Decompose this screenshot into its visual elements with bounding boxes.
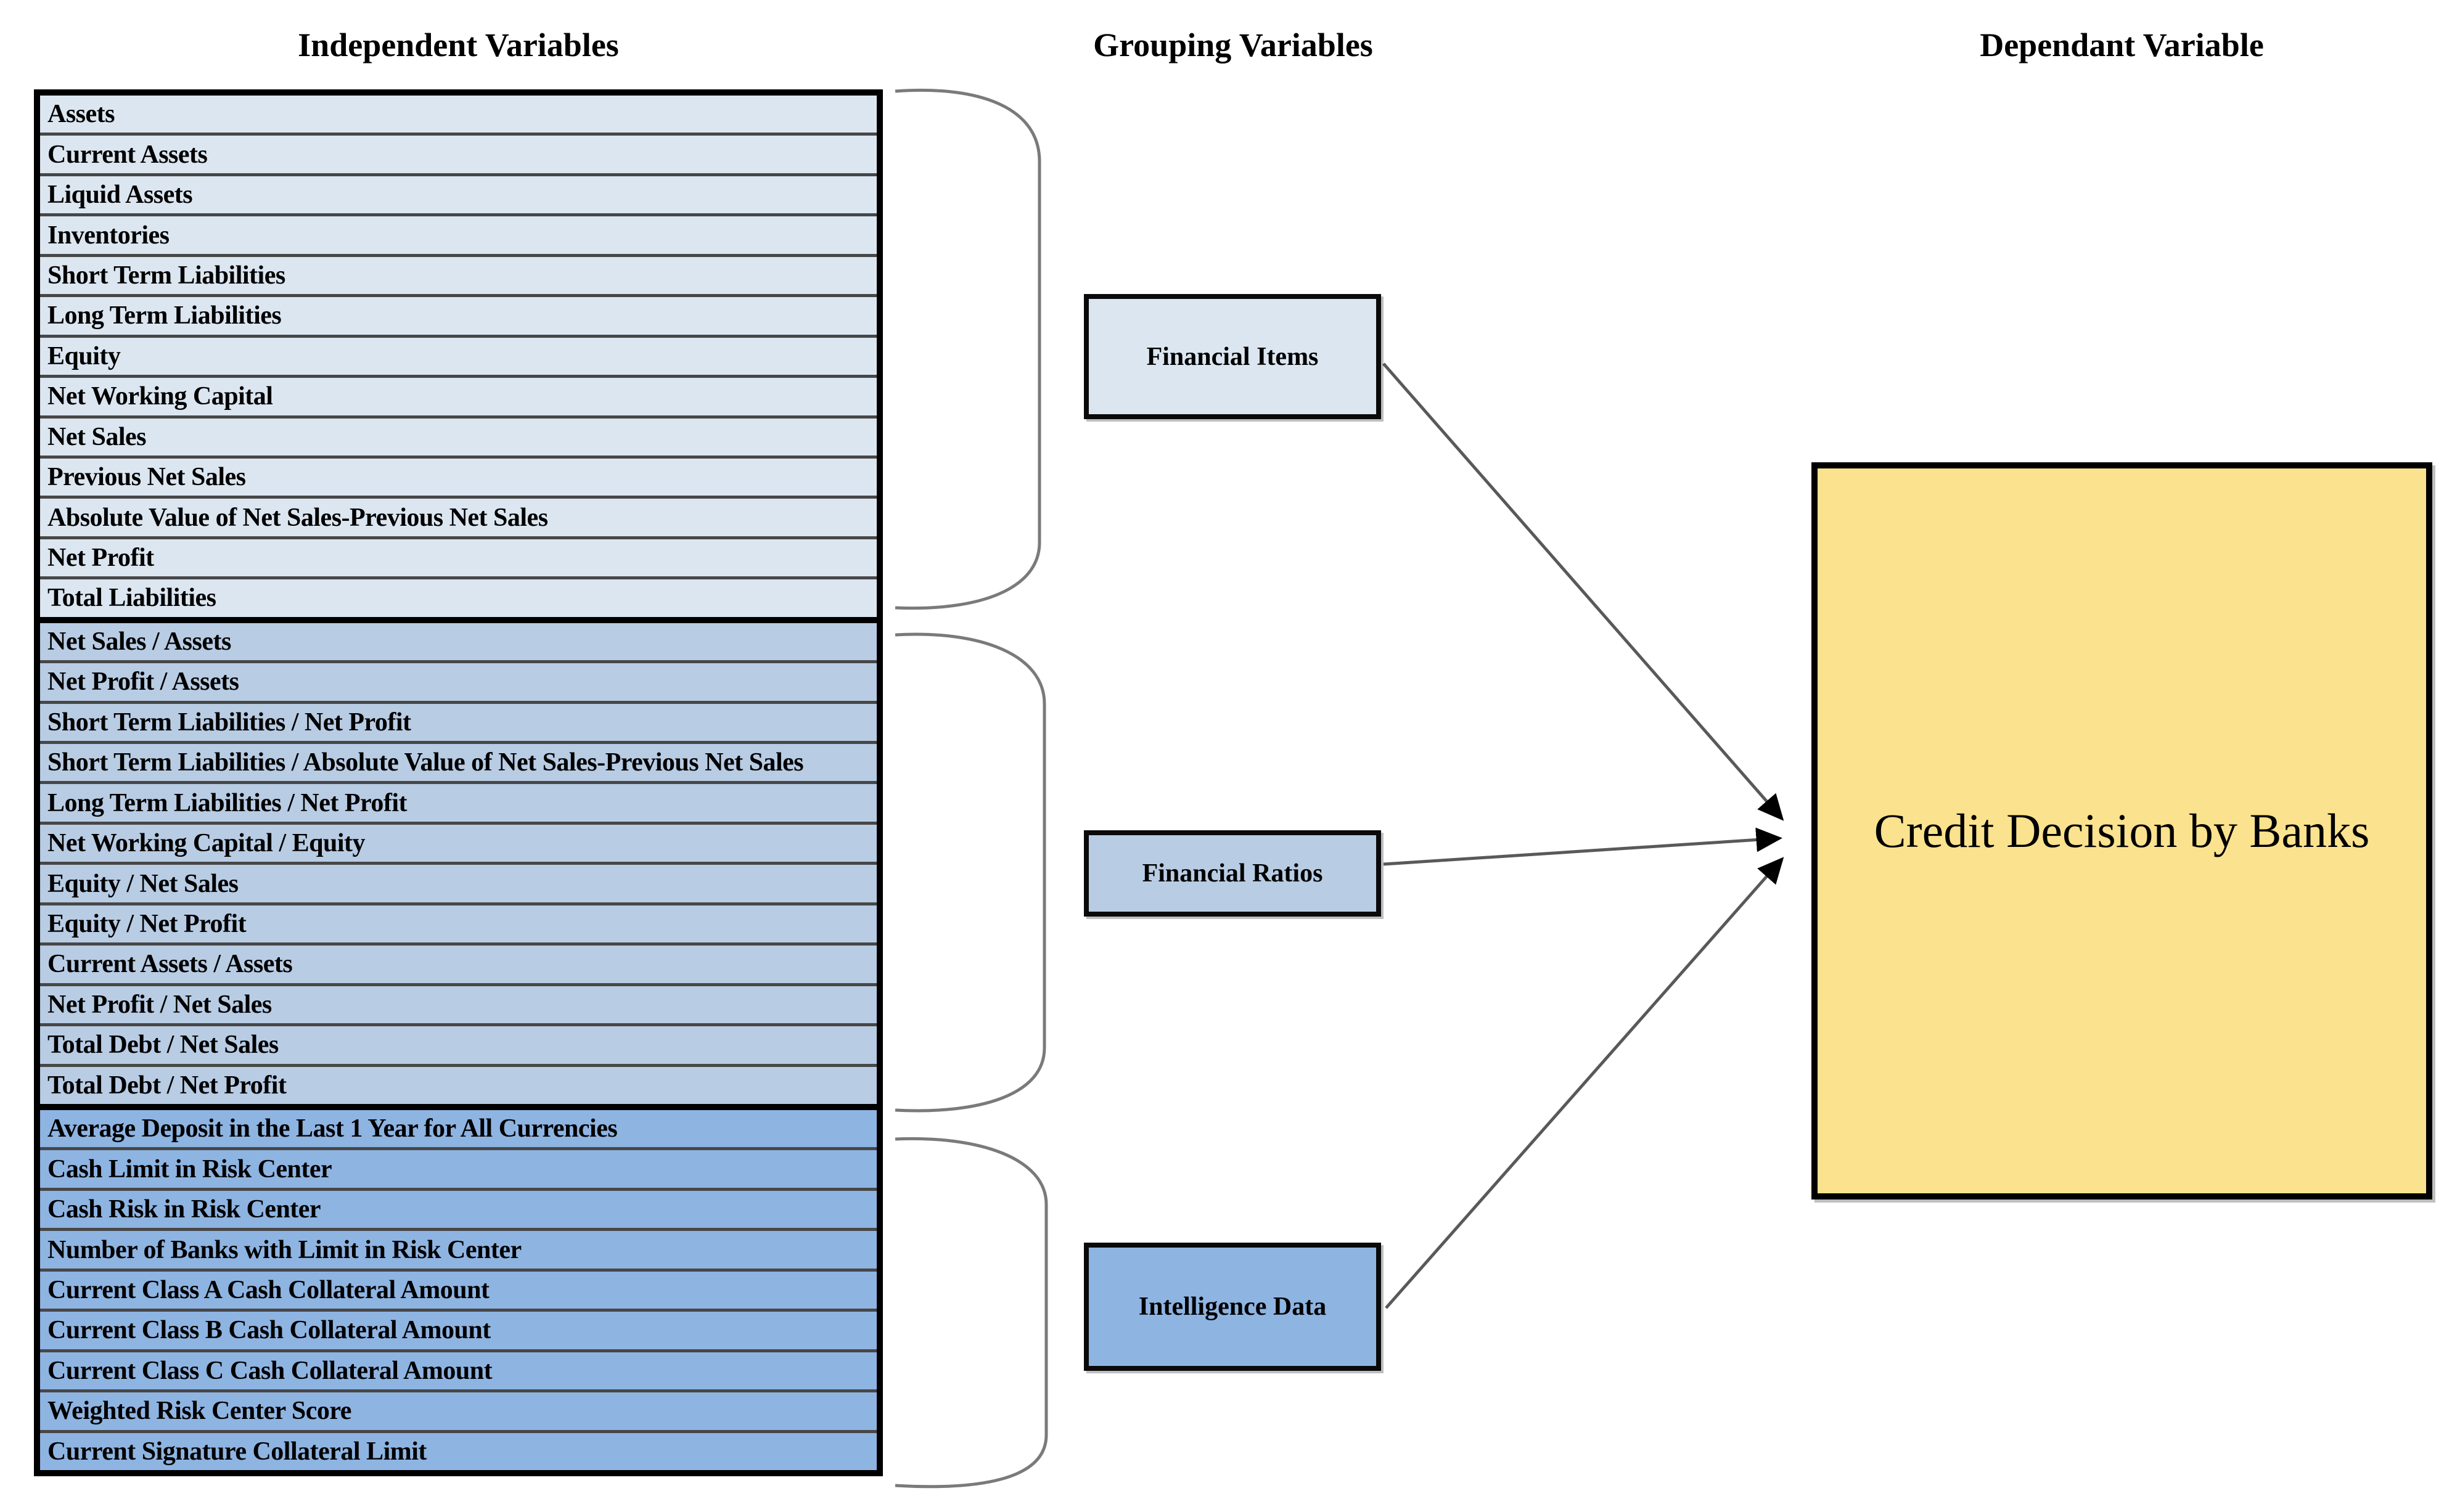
table-row: Net Sales	[40, 419, 877, 459]
table-row: Net Working Capital / Equity	[40, 825, 877, 865]
table-row: Equity / Net Sales	[40, 865, 877, 905]
financial-items-box: Financial Items	[1084, 294, 1381, 419]
table-row: Net Sales / Assets	[40, 623, 877, 664]
table-row: Equity	[40, 338, 877, 378]
table-row: Absolute Value of Net Sales-Previous Net…	[40, 499, 877, 539]
credit-decision-box: Credit Decision by Banks	[1811, 462, 2432, 1199]
table-row: Current Signature Collateral Limit	[47, 1437, 427, 1466]
table-row: Total Liabilities	[47, 584, 216, 613]
intelligence-data-box: Intelligence Data	[1084, 1243, 1381, 1371]
arrow-financial-ratios	[1383, 827, 1782, 866]
variable-group-intelligence-data: Average Deposit in the Last 1 Year for A…	[40, 1104, 877, 1470]
arrow-financial-items	[1382, 362, 1784, 821]
table-row: Long Term Liabilities	[40, 297, 877, 338]
bracket-financial-ratios	[895, 632, 1046, 1113]
table-row: Total Debt / Net Sales	[40, 1026, 877, 1067]
table-row: Inventories	[40, 216, 877, 257]
table-row: Current Class B Cash Collateral Amount	[40, 1312, 877, 1352]
table-row: Net Working Capital	[40, 378, 877, 419]
table-row: Liquid Assets	[40, 176, 877, 217]
intelligence-data-label: Intelligence Data	[1138, 1293, 1327, 1321]
dependent-variable-header: Dependant Variable	[1980, 27, 2264, 63]
table-row: Short Term Liabilities	[40, 257, 877, 298]
table-row: Equity / Net Profit	[40, 905, 877, 946]
independent-variables-header: Independent Variables	[298, 27, 619, 63]
arrow-intelligence-data	[1385, 857, 1784, 1309]
table-row: Net Profit / Net Sales	[40, 986, 877, 1027]
group-brackets	[895, 88, 1048, 1489]
table-row: Current Class A Cash Collateral Amount	[40, 1272, 877, 1312]
table-row: Average Deposit in the Last 1 Year for A…	[40, 1110, 877, 1151]
table-row: Previous Net Sales	[40, 459, 877, 499]
financial-ratios-box: Financial Ratios	[1084, 830, 1381, 917]
bracket-intelligence-data	[895, 1137, 1048, 1489]
bracket-financial-items	[895, 88, 1041, 610]
financial-items-label: Financial Items	[1146, 342, 1319, 371]
table-row: Short Term Liabilities / Net Profit	[40, 704, 877, 745]
table-row: Current Assets / Assets	[40, 946, 877, 986]
table-row: Current Class C Cash Collateral Amount	[40, 1352, 877, 1393]
table-row: Short Term Liabilities / Absolute Value …	[40, 744, 877, 785]
table-row: Cash Risk in Risk Center	[40, 1191, 877, 1232]
table-row: Long Term Liabilities / Net Profit	[40, 784, 877, 825]
grouping-variables-header: Grouping Variables	[1093, 27, 1373, 63]
table-row: Net Profit / Assets	[40, 663, 877, 704]
table-row: Number of Banks with Limit in Risk Cente…	[40, 1231, 877, 1272]
table-row: Weighted Risk Center Score	[40, 1392, 877, 1433]
financial-ratios-label: Financial Ratios	[1142, 859, 1323, 888]
table-row: Net Profit	[40, 539, 877, 580]
credit-decision-label: Credit Decision by Banks	[1874, 804, 2370, 857]
table-row: Assets	[40, 96, 877, 136]
table-row: Current Assets	[40, 136, 877, 176]
table-row: Total Debt / Net Profit	[47, 1071, 287, 1100]
arrows-to-dependent	[1382, 362, 1784, 1309]
table-row: Cash Limit in Risk Center	[40, 1150, 877, 1191]
